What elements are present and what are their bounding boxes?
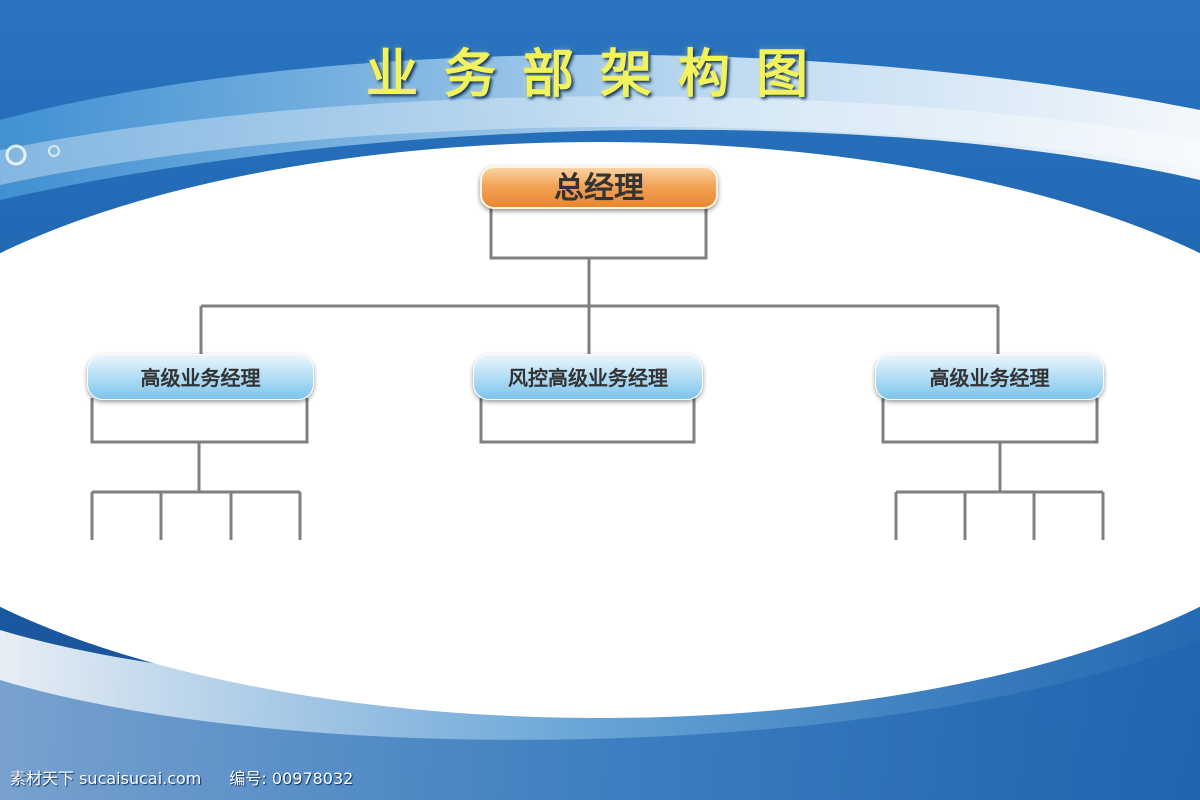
white-panel xyxy=(0,142,1200,718)
small-circle-decoration-icon xyxy=(48,145,60,157)
top-swoosh-highlight xyxy=(0,96,1200,185)
center-node-bracket xyxy=(479,398,696,444)
left-node-bracket xyxy=(90,398,309,444)
general-manager-node: 总经理 xyxy=(480,166,718,209)
top-node-bracket xyxy=(489,205,708,260)
bottom-swoosh-dark xyxy=(0,640,1200,800)
circle-decoration-icon xyxy=(5,144,27,166)
right-node-bracket xyxy=(881,398,1099,444)
watermark-site: 素材天下 sucaisucai.com xyxy=(10,769,202,788)
senior-manager-node-left: 高级业务经理 xyxy=(87,354,314,400)
senior-manager-node-right: 高级业务经理 xyxy=(875,354,1104,400)
risk-control-manager-node: 风控高级业务经理 xyxy=(473,354,703,400)
watermark: 素材天下 sucaisucai.com 编号: 00978032 xyxy=(10,765,353,789)
page-title: 业务部架构图 xyxy=(365,44,834,105)
watermark-id-value: 00978032 xyxy=(271,769,354,788)
top-swoosh xyxy=(0,54,1200,200)
watermark-id-label: 编号: xyxy=(229,769,267,788)
